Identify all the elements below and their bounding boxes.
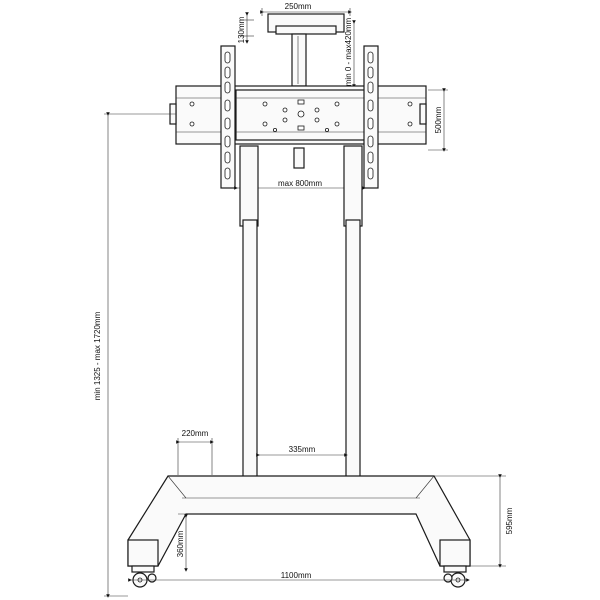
dim-total-height: min 1325 - max 1720mm [93, 112, 176, 598]
label-total-height: min 1325 - max 1720mm [93, 311, 102, 400]
vesa-plate-holes [262, 99, 340, 132]
label-base-height: 595mm [505, 507, 514, 534]
dim-vesa-height: 500mm [428, 88, 448, 152]
vesa-arm-left [220, 45, 236, 189]
caster-left [131, 565, 157, 588]
dim-top-plate-width: 250mm [260, 2, 352, 16]
top-plate [240, 13, 345, 37]
dim-base-height: 595mm [434, 474, 514, 568]
label-base-width: 1100mm [281, 571, 312, 580]
label-foot-width: 220mm [182, 429, 209, 438]
dim-top-plate-height: 130mm [237, 12, 249, 44]
caster-right [443, 565, 467, 588]
dim-base-width: 1100mm [128, 571, 470, 582]
dim-column-range: min 0 - max420mm [344, 17, 356, 88]
label-vesa-width: max 800mm [278, 179, 322, 188]
dim-foot-depth: 360mm [176, 513, 200, 572]
label-top-plate-height: 130mm [237, 16, 246, 43]
base-frame [127, 475, 471, 567]
label-vesa-height: 500mm [434, 106, 443, 133]
label-foot-depth: 360mm [176, 530, 185, 557]
top-column [291, 33, 307, 169]
label-pole-spacing: 335mm [289, 445, 316, 454]
dim-pole-spacing: 335mm [256, 445, 348, 457]
vesa-arm-right [363, 45, 379, 189]
label-top-plate-width: 250mm [285, 2, 312, 11]
pole-left [239, 145, 261, 491]
pole-right [341, 145, 363, 491]
dim-foot-width: 220mm [176, 429, 214, 475]
label-column-range: min 0 - max420mm [344, 17, 353, 86]
